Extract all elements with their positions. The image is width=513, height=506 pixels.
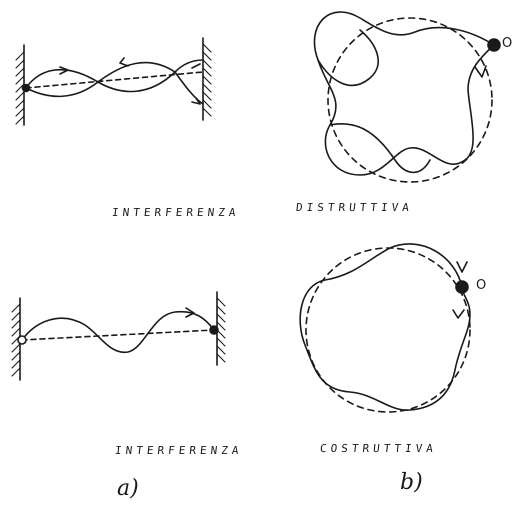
endpoint-open-bottom	[18, 336, 26, 344]
panel-label-a: a)	[117, 476, 139, 501]
orbit-path-top	[314, 12, 494, 175]
wall-left-top	[16, 45, 24, 125]
caption-costruttiva: COSTRUTTIVA	[319, 442, 437, 455]
orbit-point-top	[488, 39, 500, 51]
caption-interferenza-bottom: INTERFERENZA	[114, 444, 243, 457]
wave-lower-top	[26, 72, 203, 104]
panel-label-b: b)	[400, 470, 423, 495]
equilibrium-line-bottom	[22, 330, 214, 340]
orbit-label-bottom: O	[476, 278, 486, 293]
endpoint-dot-bottom	[210, 326, 218, 334]
wall-right-top	[203, 38, 211, 120]
orbit-path-bottom	[300, 244, 470, 410]
orbit-inner-loop-top	[318, 30, 378, 85]
orbit-label-top: O	[502, 36, 512, 51]
orbit-point-bottom	[456, 281, 468, 293]
caption-interferenza-top: INTERFERENZA	[111, 206, 240, 219]
orbit-arrow-top	[475, 66, 486, 77]
caption-distruttiva: DISTRUTTIVA	[295, 201, 413, 214]
endpoint-dot-top	[23, 85, 30, 92]
